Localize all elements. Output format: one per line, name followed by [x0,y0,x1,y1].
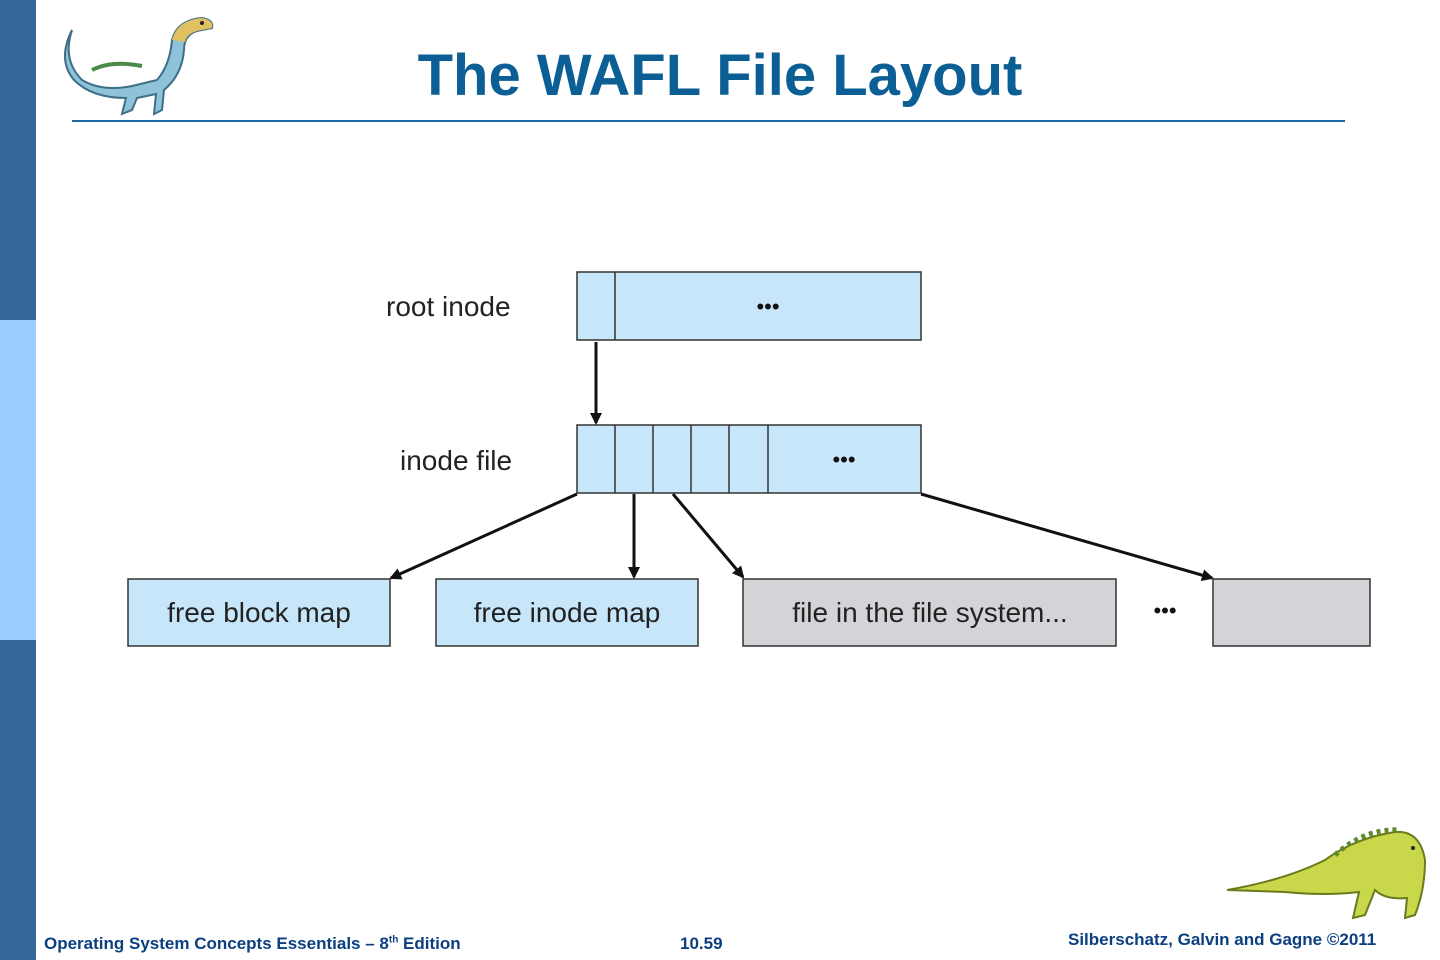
arrow-to-free-block-map [389,492,578,580]
footer-book-title: Operating System Concepts Essentials – 8… [44,934,461,953]
file-in-fs-box: file in the file system... [742,578,1117,647]
file-in-fs-label: file in the file system... [792,597,1067,628]
root-inode-block: ••• [576,271,922,341]
sidebar-accent [0,320,36,640]
dinosaur-logo-icon [64,16,214,116]
footer-authors: Silberschatz, Galvin and Gagne ©2011 [1068,930,1377,949]
inode-file-block: ••• [576,424,922,494]
free-inode-map-box: free inode map [435,578,699,647]
last-file-box [1212,578,1371,647]
root-inode-label: root inode [386,291,511,322]
arrow-to-file [671,493,745,579]
page-title: The WAFL File Layout [417,43,1023,108]
footer-slide-number: 10.59 [680,934,723,953]
bottom-ellipsis: ••• [1153,598,1176,623]
inode-ellipsis: ••• [832,447,855,472]
free-inode-map-label: free inode map [474,597,661,628]
free-block-map-box: free block map [127,578,391,647]
inode-file-label: inode file [400,445,512,476]
free-block-map-label: free block map [167,597,351,628]
arrow-to-last-file [920,492,1214,581]
arrows [389,342,1214,581]
dinosaur-footer-icon [1226,827,1427,920]
root-ellipsis: ••• [756,294,779,319]
title-divider [72,120,1345,122]
